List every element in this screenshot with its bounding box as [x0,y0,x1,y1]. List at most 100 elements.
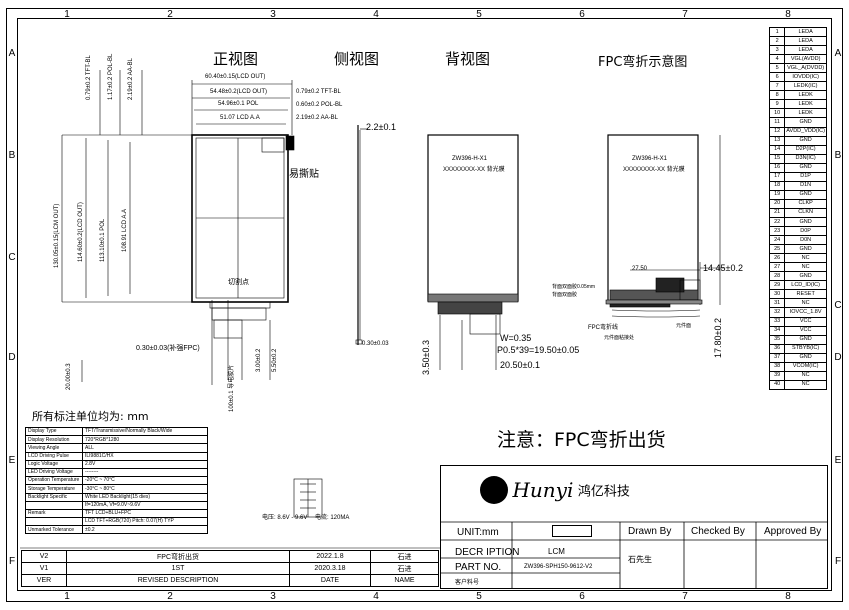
fpc-view-title: FPC弯折示意图 [598,55,688,70]
dim-aa-width: 51.07 LCD A.A [220,115,260,121]
pin-signal: D1P [784,171,827,182]
pin-number: 22 [768,216,786,228]
pin-number: 13 [768,135,786,146]
dim-pol-width: 54.96±0.1 POL [218,101,259,107]
pin-signal: D3N(IC) [784,153,827,164]
dim-pol-bl: 0.60±0.2 POL-BL [296,102,343,108]
fpc-note-bond: 元件面粘接处 [604,335,635,341]
unit-label: UNIT:mm [457,527,499,538]
pin-number: 18 [768,180,786,191]
pin-signal: D0N [784,235,827,246]
dim-fpc-width: 20.50±0.1 [500,360,540,370]
pin-number: 40 [768,379,786,390]
dim-fpc-14: 14.45±0.2 [703,263,743,273]
peel-label: 易撕贴 [289,169,319,180]
revision-name: NAME [370,574,439,587]
pin-signal: D1N [784,180,827,191]
pin-signal: GND [784,162,827,173]
pin-number: 20 [768,198,786,209]
description-label: DECR IPTION [455,547,520,558]
cut-point-label: 切割点 [228,279,249,286]
pin-signal: VGL(AVDD) [784,54,827,65]
fpc-note-bend: FPC弯折线 [588,325,619,331]
side-view-title: 侧视图 [334,50,380,68]
pin-number: 19 [768,189,786,200]
projection-symbol [552,525,592,537]
fpc-note-tape: 背面双面胶0.05mm [552,284,596,290]
pin-signal: D0P [784,226,827,237]
dim-tft-bl: 0.79±0.2 TFT-BL [296,89,341,95]
pin-signal: CLKP [784,198,827,209]
dim-aa-bl: 2.19±0.2 AA-BL [296,115,338,121]
outer-border [6,8,843,602]
pin-number: 23 [768,226,786,237]
back-part-number: ZW396-H-X1 [452,156,488,162]
pin-signal: LEDA [784,45,827,56]
pin-number: 2 [768,36,786,47]
brand-name: Hunyi [512,478,574,502]
main-note: 注意：FPC弯折出货 [497,429,666,451]
dim-pin-pitch: P0.5*39=19.50±0.05 [497,345,580,355]
brand-name-cn: 鸿亿科技 [577,483,630,499]
dim-lcd-out-width-2: 54.48±0.2(LCD OUT) [210,89,267,95]
pin-signal: GND [784,135,827,146]
back-part-code: XXXXXXXX-XX 背光膜 [443,167,505,173]
pin-number: 21 [768,207,786,218]
front-view-title: 正视图 [213,50,259,68]
spec-value: ±0.2 [82,525,208,535]
dim-fpc-stiffener: 0.30±0.03(补强FPC) [136,345,200,352]
checked-by-label: Checked By [691,526,745,537]
customer-part-label: 客户料号 [455,580,480,586]
part-label: PART NO. [455,562,502,573]
dim-pin-width: W=0.35 [500,333,532,343]
pin-signal: GND [784,189,827,200]
fpc-part-code: XXXXXXXX-XX 背光膜 [623,167,685,173]
inner-border [17,18,832,591]
pin-signal: CLKN [784,207,827,218]
pin-number: 25 [768,244,786,255]
led-current: 电流: 120MA [315,515,350,521]
unit-note: 所有标注单位均为: mm [32,410,149,423]
brand-logo: Hunyi 鸿亿科技 [480,476,650,512]
dim-lcd-out-width: 60.40±0.15(LCD OUT) [205,74,266,80]
pin-number: 12 [768,126,786,137]
part-value: ZW396-SPH150-9612-V2 [524,564,593,570]
pin-signal: AVDD_VDD(IC) [784,126,827,137]
pin-number: 3 [768,45,786,56]
pin-signal: GND [784,216,827,228]
fpc-note-component: 元件面 [676,323,692,329]
pin-number: 24 [768,235,786,246]
description-value: LCM [548,547,565,556]
spec-row: Unmarked Tolerance±0.2 [25,525,208,535]
drawn-by-label: Drawn By [628,526,672,537]
pin-number: 15 [768,153,786,164]
pin-number: 1 [768,26,786,38]
dim-side-foot: 0.30±0.03 [362,341,389,347]
led-voltage: 电压: 8.6V - 9.6V [262,515,308,521]
dim-thickness: 2.2±0.1 [366,122,396,132]
brand-logo-icon [480,476,508,504]
